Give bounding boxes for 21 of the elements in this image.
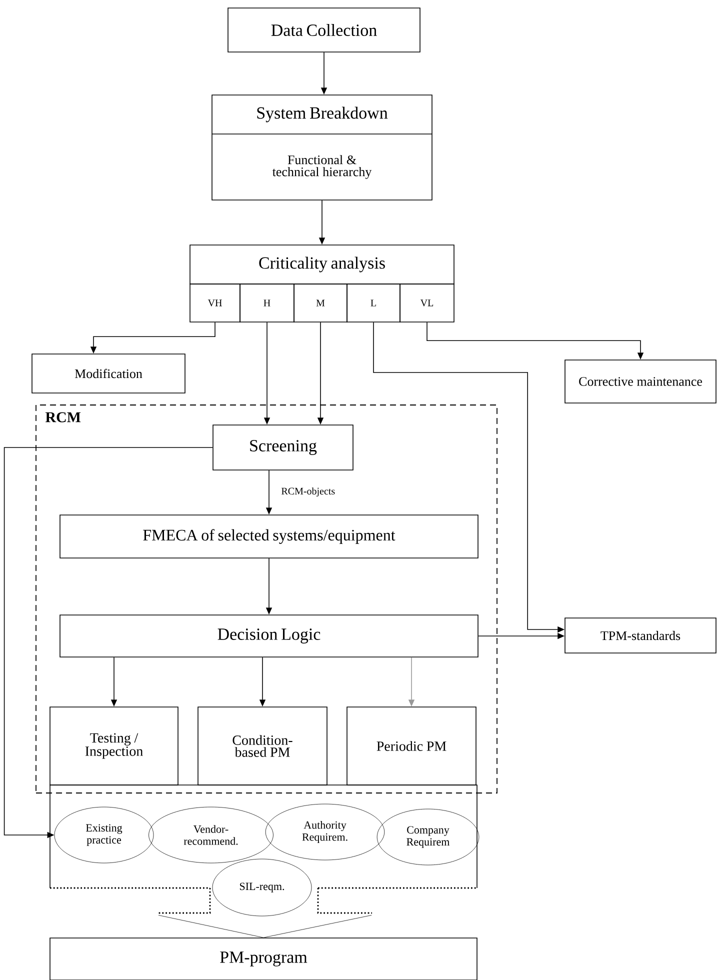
process-box: VH xyxy=(190,284,240,322)
process-box: TPM-standards xyxy=(564,618,716,654)
process-box: Screening xyxy=(212,424,354,470)
process-box: Corrective maintenance xyxy=(564,360,716,404)
process-box: L xyxy=(346,284,400,322)
process-box: Condition-based PM xyxy=(198,706,328,786)
process-box: FMECA of selected systems/equipment xyxy=(60,514,478,558)
process-box: Testing / Inspection xyxy=(50,706,178,786)
edge-label: RCM-objects xyxy=(280,486,336,498)
process-box: M xyxy=(294,284,348,322)
dotted-group-box xyxy=(49,784,478,914)
funnel-connector xyxy=(158,915,372,938)
process-box: Decision Logic xyxy=(60,614,478,658)
process-box: Modification xyxy=(32,354,186,394)
process-box: H xyxy=(240,284,294,322)
process-box: VL xyxy=(400,284,454,322)
process-box: Periodic PM xyxy=(346,706,476,786)
process-box: Data Collection xyxy=(228,8,420,52)
process-box: System Breakdown Functional & technical hierarchy xyxy=(212,94,432,200)
process-box: Criticality analysis xyxy=(190,244,454,284)
process-box: PM-program xyxy=(50,938,478,980)
